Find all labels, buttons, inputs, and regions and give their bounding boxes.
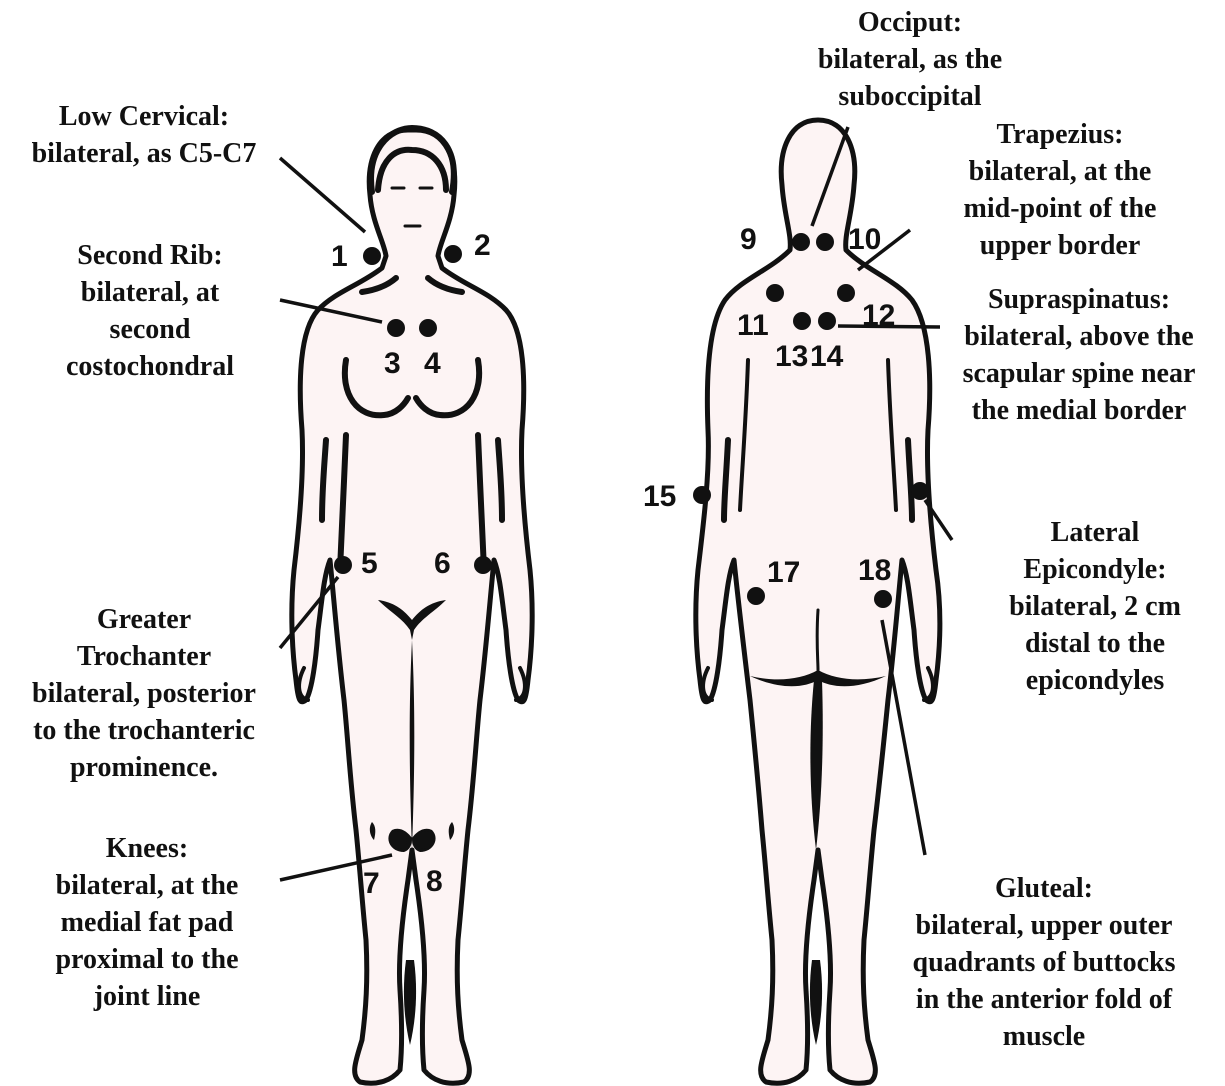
annotation-line: the medial border [936,392,1222,429]
annotation-title: Gluteal: [886,870,1202,907]
annotation-line: quadrants of buttocks [886,944,1202,981]
leader-low-cervical [280,158,365,232]
annotation-line: epicondyles [975,662,1215,699]
annotation-line: distal to the [975,625,1215,662]
annotation-line: scapular spine near [936,355,1222,392]
point-number-17: 17 [767,556,800,589]
annotation-line: bilateral, upper outer [886,907,1202,944]
point-number-11: 11 [737,309,769,342]
point-number-8: 8 [426,865,443,898]
annotation-title: Low Cervical: [6,98,282,135]
point-number-6: 6 [434,547,451,580]
annotation-line: bilateral, at [20,274,280,311]
annotation-trapezius: Trapezius: bilateral, at the mid-point o… [940,116,1180,264]
annotation-line: bilateral, as the [790,41,1030,78]
point-number-18: 18 [858,554,891,587]
tender-point-1 [363,247,381,265]
tender-point-14 [818,312,836,330]
annotation-line: bilateral, above the [936,318,1222,355]
tender-point-10 [816,233,834,251]
tender-point-5 [334,556,352,574]
point-number-7: 7 [363,867,380,900]
point-number-5: 5 [361,547,378,580]
point-number-15: 15 [643,480,676,513]
tender-point-16 [911,482,929,500]
point-number-13: 13 [775,340,808,373]
tender-point-18 [874,590,892,608]
annotation-line: Trochanter [6,638,282,675]
annotation-title: Occiput: [790,4,1030,41]
annotation-occiput: Occiput: bilateral, as the suboccipital [790,4,1030,115]
point-number-4: 4 [424,347,441,380]
point-number-12: 12 [862,299,895,332]
front-figure [292,128,532,1083]
annotation-line: muscle [886,1018,1202,1055]
annotation-line: bilateral, 2 cm [975,588,1215,625]
annotation-title: Supraspinatus: [936,281,1222,318]
annotation-second-rib: Second Rib: bilateral, at second costoch… [20,237,280,385]
annotation-title: Lateral [975,514,1215,551]
point-number-1: 1 [331,240,348,273]
tender-point-17 [747,587,765,605]
point-number-9: 9 [740,223,757,256]
annotation-line: joint line [16,978,278,1015]
annotation-supraspinatus: Supraspinatus: bilateral, above the scap… [936,281,1222,429]
annotation-line: suboccipital [790,78,1030,115]
annotation-knees: Knees: bilateral, at the medial fat pad … [16,830,278,1015]
tender-point-15 [693,486,711,504]
annotation-line: medial fat pad [16,904,278,941]
tender-point-8 [416,831,434,849]
point-number-2: 2 [474,229,491,262]
annotation-line: to the trochanteric [6,712,282,749]
annotation-line: second [20,311,280,348]
point-number-3: 3 [384,347,401,380]
annotation-line: bilateral, at the [16,867,278,904]
tender-point-13 [793,312,811,330]
annotation-line: in the anterior fold of [886,981,1202,1018]
annotation-line: bilateral, posterior [6,675,282,712]
annotation-low-cervical: Low Cervical: bilateral, as C5-C7 [6,98,282,172]
annotation-line: costochondral [20,348,280,385]
tender-point-2 [444,245,462,263]
annotation-greater-trochanter: Greater Trochanter bilateral, posterior … [6,601,282,786]
annotation-gluteal: Gluteal: bilateral, upper outer quadrant… [886,870,1202,1055]
annotation-line: proximal to the [16,941,278,978]
point-number-10: 10 [848,223,881,256]
annotation-title: Knees: [16,830,278,867]
annotation-line: prominence. [6,749,282,786]
annotation-line: bilateral, as C5-C7 [6,135,282,172]
tender-point-9 [792,233,810,251]
tender-point-3 [387,319,405,337]
annotation-line: mid-point of the [940,190,1180,227]
tender-point-6 [474,556,492,574]
annotation-title: Greater [6,601,282,638]
tender-point-11 [766,284,784,302]
annotation-title: Trapezius: [940,116,1180,153]
annotation-lateral-epicondyle: Lateral Epicondyle: bilateral, 2 cm dist… [975,514,1215,699]
point-number-14: 14 [810,340,844,373]
tender-point-4 [419,319,437,337]
tender-point-12 [837,284,855,302]
tender-point-7 [389,831,407,849]
annotation-title: Second Rib: [20,237,280,274]
annotation-line: upper border [940,227,1180,264]
annotation-line: bilateral, at the [940,153,1180,190]
annotation-line: Epicondyle: [975,551,1215,588]
